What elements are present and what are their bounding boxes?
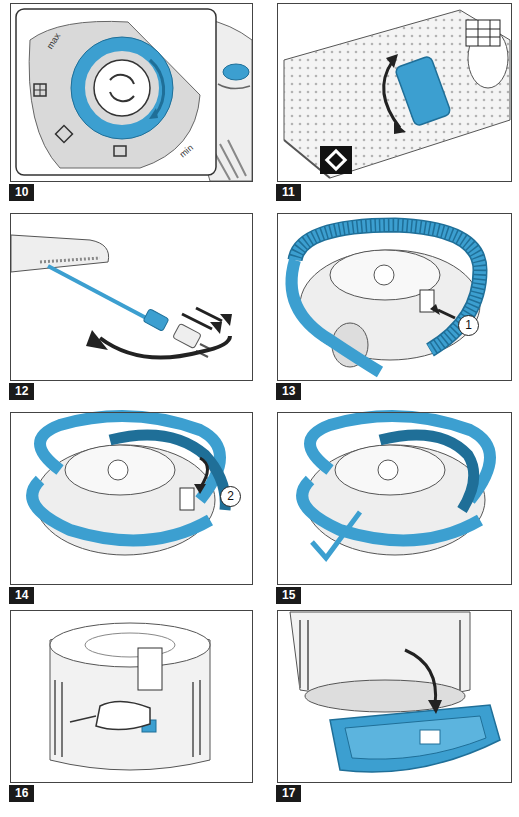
- figure-panel: 142: [10, 412, 253, 585]
- nozzle-illustration: [284, 10, 510, 178]
- figure-number: 12: [9, 383, 34, 400]
- figure-panel: 12: [10, 213, 253, 381]
- figure-panel: 10maxmin: [10, 3, 253, 182]
- figure-number: 10: [9, 184, 34, 201]
- callout-circle: 1: [458, 315, 479, 336]
- container-open-illustration: [290, 612, 500, 772]
- cord-illustration: [11, 235, 232, 358]
- figure-number: 15: [276, 587, 301, 604]
- dial-label: min: [177, 143, 195, 160]
- callout-circle: 2: [220, 486, 241, 507]
- callout-number: 1: [465, 318, 472, 332]
- figure-number: 14: [9, 587, 34, 604]
- figure-number: 16: [9, 785, 34, 802]
- container-illustration: [50, 623, 210, 770]
- figure-panel: 17: [277, 610, 512, 783]
- dial-illustration: [16, 9, 252, 181]
- figure-number: 13: [276, 383, 301, 400]
- figure-panel: 15: [277, 412, 512, 585]
- figure-panel: 16: [10, 610, 253, 783]
- figure-panel: 131: [277, 213, 512, 381]
- dial-label: max: [45, 31, 62, 51]
- figure-number: 11: [276, 184, 301, 201]
- callout-number: 2: [227, 489, 234, 503]
- figure-panel: 11: [277, 3, 512, 182]
- hose-storage-illustrations: [32, 225, 490, 558]
- figure-number: 17: [276, 785, 301, 802]
